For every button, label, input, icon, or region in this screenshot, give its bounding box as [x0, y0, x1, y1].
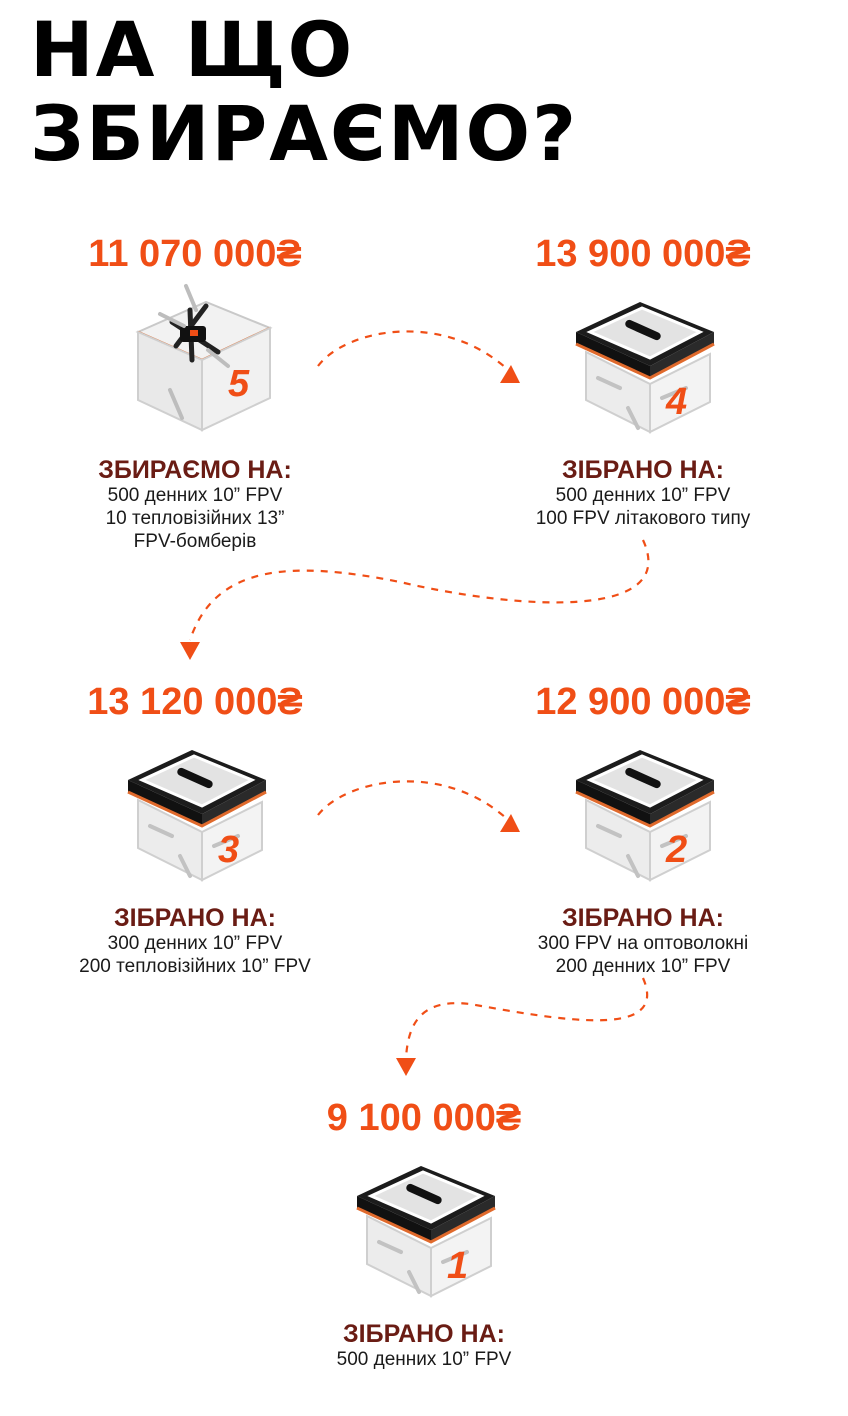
detail-line: 200 тепловізійних 10” FPV [79, 956, 311, 977]
status-label: ЗІБРАНО НА: [343, 1320, 505, 1348]
status-label: ЗІБРАНО НА: [562, 456, 724, 484]
box-number: 2 [665, 829, 687, 871]
box-number: 4 [665, 381, 687, 423]
detail-line: 100 FPV літакового типу [535, 508, 751, 529]
closed-box-icon: 1 [356, 1166, 496, 1298]
closed-box-icon: 2 [575, 750, 715, 882]
detail-line: 500 денних 10” FPV [107, 485, 283, 506]
item-5: 11 070 000₴ 5 ЗБИРАЄМО НА: 500 денних 10… [20, 234, 370, 553]
box-number: 3 [218, 829, 239, 871]
arrowhead-2 [500, 814, 520, 832]
amount: 12 900 000₴ [535, 681, 751, 723]
box-number: 5 [228, 363, 250, 405]
detail-line: 500 денних 10” FPV [336, 1349, 512, 1370]
amount: 13 120 000₴ [87, 681, 303, 723]
arrowhead-4 [500, 365, 520, 383]
item-4: 13 900 000₴ 4 ЗІБРАНО НА: 500 денних 10”… [468, 234, 818, 530]
status-label: ЗБИРАЄМО НА: [98, 456, 292, 484]
detail-line: 500 денних 10” FPV [555, 485, 731, 506]
detail-line: 300 FPV на оптоволокні [537, 933, 749, 954]
arrow-4-to-3 [188, 539, 650, 641]
arrowhead-1 [396, 1058, 416, 1076]
title-line-1: НА ЩО [30, 5, 355, 94]
page-title: НА ЩО ЗБИРАЄМО? [30, 8, 578, 176]
item-3: 13 120 000₴ 3 ЗІБРАНО НА: 300 денних 10”… [20, 682, 370, 978]
arrow-3-to-2 [317, 780, 507, 819]
arrow-5-to-4 [317, 330, 507, 369]
amount: 13 900 000₴ [535, 233, 751, 275]
title-line-2: ЗБИРАЄМО? [30, 89, 579, 178]
arrowhead-3 [180, 642, 200, 660]
status-label: ЗІБРАНО НА: [562, 904, 724, 932]
arrow-2-to-1 [404, 977, 649, 1059]
status-label: ЗІБРАНО НА: [114, 904, 276, 932]
closed-box-icon: 3 [127, 750, 267, 882]
box-number: 1 [447, 1245, 468, 1287]
item-1: 9 100 000₴ 1 ЗІБРАНО НА: 500 денних 10” … [249, 1098, 599, 1371]
detail-line: 300 денних 10” FPV [107, 933, 283, 954]
detail-line: FPV-бомберів [133, 531, 257, 552]
closed-box-icon: 4 [575, 302, 715, 434]
detail-line: 200 денних 10” FPV [555, 956, 731, 977]
detail-line: 10 тепловізійних 13” [105, 508, 285, 529]
open-box-with-drone-icon: 5 [135, 284, 273, 432]
item-2: 12 900 000₴ 2 ЗІБРАНО НА: 300 FPV на опт… [468, 682, 818, 978]
amount: 9 100 000₴ [326, 1097, 522, 1139]
amount: 11 070 000₴ [88, 233, 302, 275]
